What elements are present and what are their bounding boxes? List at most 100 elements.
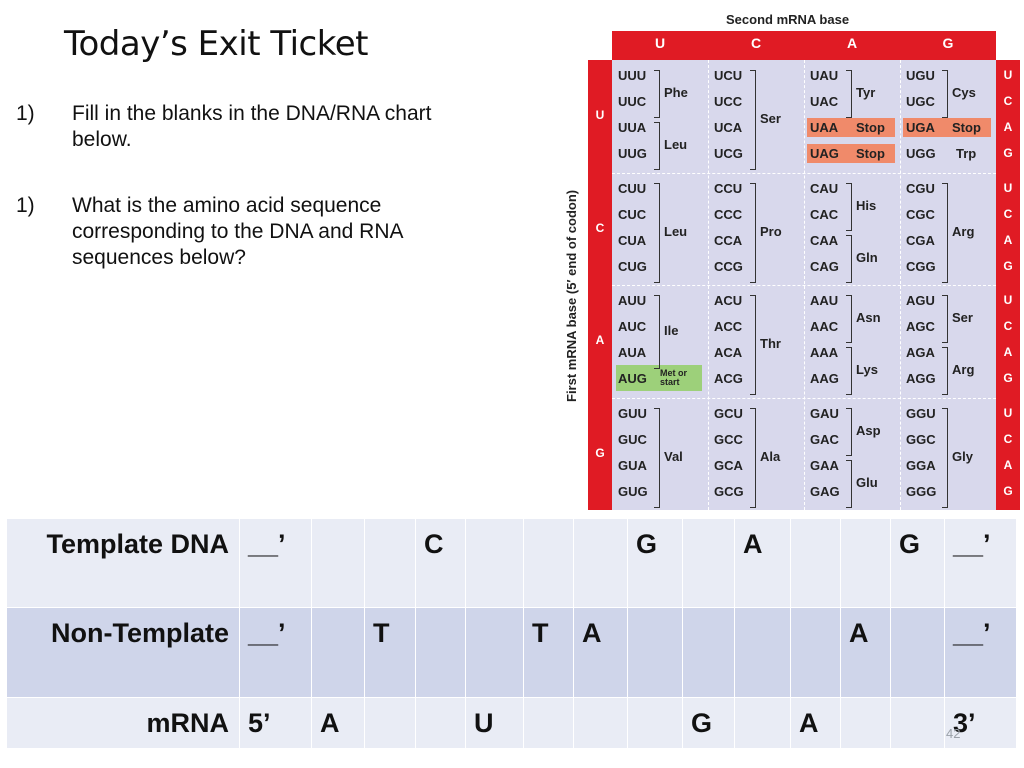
table-cell[interactable]	[682, 607, 735, 698]
codon-label: UCA	[714, 120, 743, 135]
slide-title: Today’s Exit Ticket	[64, 24, 368, 64]
table-cell[interactable]: C	[415, 518, 466, 608]
table-cell[interactable]	[840, 518, 891, 608]
third-base-letter: G	[1003, 146, 1013, 160]
table-cell[interactable]: G	[890, 518, 945, 608]
stop-highlight	[807, 144, 895, 163]
page-number: 42	[946, 726, 961, 741]
table-cell[interactable]	[734, 697, 791, 749]
table-cell[interactable]	[627, 697, 683, 749]
row-divider	[612, 397, 996, 399]
table-cell[interactable]	[790, 518, 841, 608]
amino-acid-label: Pro	[760, 223, 782, 239]
codon-label: CCG	[714, 258, 743, 274]
codon-label: CGG	[906, 258, 936, 274]
codon-bracket	[846, 407, 852, 456]
table-cell[interactable]: A	[840, 607, 891, 698]
table-cell[interactable]: __’	[239, 518, 312, 608]
codon-label: UUC	[618, 94, 647, 109]
amino-acid-label: Asn	[856, 310, 881, 325]
codon-bracket	[750, 182, 756, 283]
third-base-letter: C	[1003, 94, 1013, 108]
amino-acid-label: Phe	[664, 85, 688, 100]
amino-acid-label: Glu	[856, 474, 878, 490]
stop-highlight	[903, 118, 991, 137]
table-cell[interactable]	[573, 697, 628, 749]
column-divider	[900, 60, 901, 510]
table-cell[interactable]	[465, 607, 524, 698]
table-cell[interactable]	[415, 697, 466, 749]
table-cell[interactable]	[415, 607, 466, 698]
table-cell[interactable]	[890, 697, 945, 749]
codon-bracket	[750, 407, 756, 508]
codon-label: ACA	[714, 345, 743, 360]
second-base-c: C	[750, 35, 762, 51]
codon-label: ACG	[714, 371, 743, 386]
table-cell[interactable]: T	[523, 607, 574, 698]
table-cell[interactable]: __’	[239, 607, 312, 698]
third-base-letter: A	[1003, 457, 1013, 472]
amino-acid-label: Ile	[664, 323, 679, 338]
table-cell[interactable]	[523, 518, 574, 608]
table-cell[interactable]: U	[465, 697, 524, 749]
codon-bracket	[750, 70, 756, 170]
table-cell[interactable]	[734, 607, 791, 698]
codon-bracket	[654, 295, 660, 369]
question-1-text: Fill in the blanks in the DNA/RNA chart …	[72, 102, 432, 151]
table-cell[interactable]	[573, 518, 628, 608]
table-cell[interactable]: __’	[944, 607, 1017, 698]
third-base-letter: G	[1003, 371, 1013, 385]
codon-label: CCU	[714, 180, 743, 196]
table-cell[interactable]: A	[573, 607, 628, 698]
table-cell[interactable]	[627, 607, 683, 698]
codon-label: GUU	[618, 405, 647, 421]
amino-acid-label: Arg	[952, 362, 975, 377]
third-base-letter: C	[1003, 319, 1013, 333]
table-cell[interactable]	[465, 518, 524, 608]
question-2-number: 1)	[16, 194, 35, 217]
codon-bracket	[942, 347, 948, 395]
table-cell[interactable]	[790, 607, 841, 698]
table-cell[interactable]: T	[364, 607, 416, 698]
table-cell[interactable]: A	[311, 697, 365, 749]
table-cell[interactable]: G	[682, 697, 735, 749]
codon-label: CGC	[906, 206, 935, 222]
table-cell[interactable]	[840, 697, 891, 749]
table-cell[interactable]: __’	[944, 518, 1017, 608]
table-cell[interactable]	[364, 697, 416, 749]
codon-label: GCU	[714, 405, 743, 421]
amino-acid-label: Arg	[952, 223, 975, 239]
third-base-letter: G	[1003, 258, 1013, 273]
table-cell[interactable]: A	[734, 518, 791, 608]
codon-label: GAU	[810, 405, 839, 421]
third-base-letter: U	[1003, 405, 1013, 420]
codon-label: CAA	[810, 232, 839, 248]
table-cell[interactable]: 5’	[239, 697, 312, 749]
codon-label: CAU	[810, 180, 839, 196]
table-cell[interactable]	[364, 518, 416, 608]
codon-label: AAU	[810, 293, 839, 308]
table-cell[interactable]	[682, 518, 735, 608]
row-divider	[612, 285, 996, 286]
row-label: Non-Template	[6, 607, 240, 698]
second-base-label: Second mRNA base	[726, 12, 850, 27]
codon-bracket	[654, 407, 660, 508]
table-cell[interactable]	[523, 697, 574, 749]
start-highlight	[616, 365, 702, 391]
table-cell[interactable]	[311, 518, 365, 608]
codon-label: GGU	[906, 405, 936, 421]
codon-label: UGU	[906, 68, 935, 83]
second-base-bar: U C A G	[612, 31, 996, 60]
table-cell[interactable]	[311, 607, 365, 698]
amino-acid-label: Val	[664, 448, 683, 464]
codon-label: UGC	[906, 94, 935, 109]
question-1-number: 1)	[16, 102, 35, 125]
codon-label: GGG	[906, 483, 937, 499]
codon-chart: Second mRNA base U C A G First mRNA base…	[564, 10, 1021, 510]
table-cell[interactable]	[890, 607, 945, 698]
table-cell[interactable]: 3’	[944, 697, 1017, 749]
table-cell[interactable]: A	[790, 697, 841, 749]
table-cell[interactable]: G	[627, 518, 683, 608]
codon-label: AGU	[906, 293, 935, 308]
codon-bracket	[942, 70, 948, 118]
